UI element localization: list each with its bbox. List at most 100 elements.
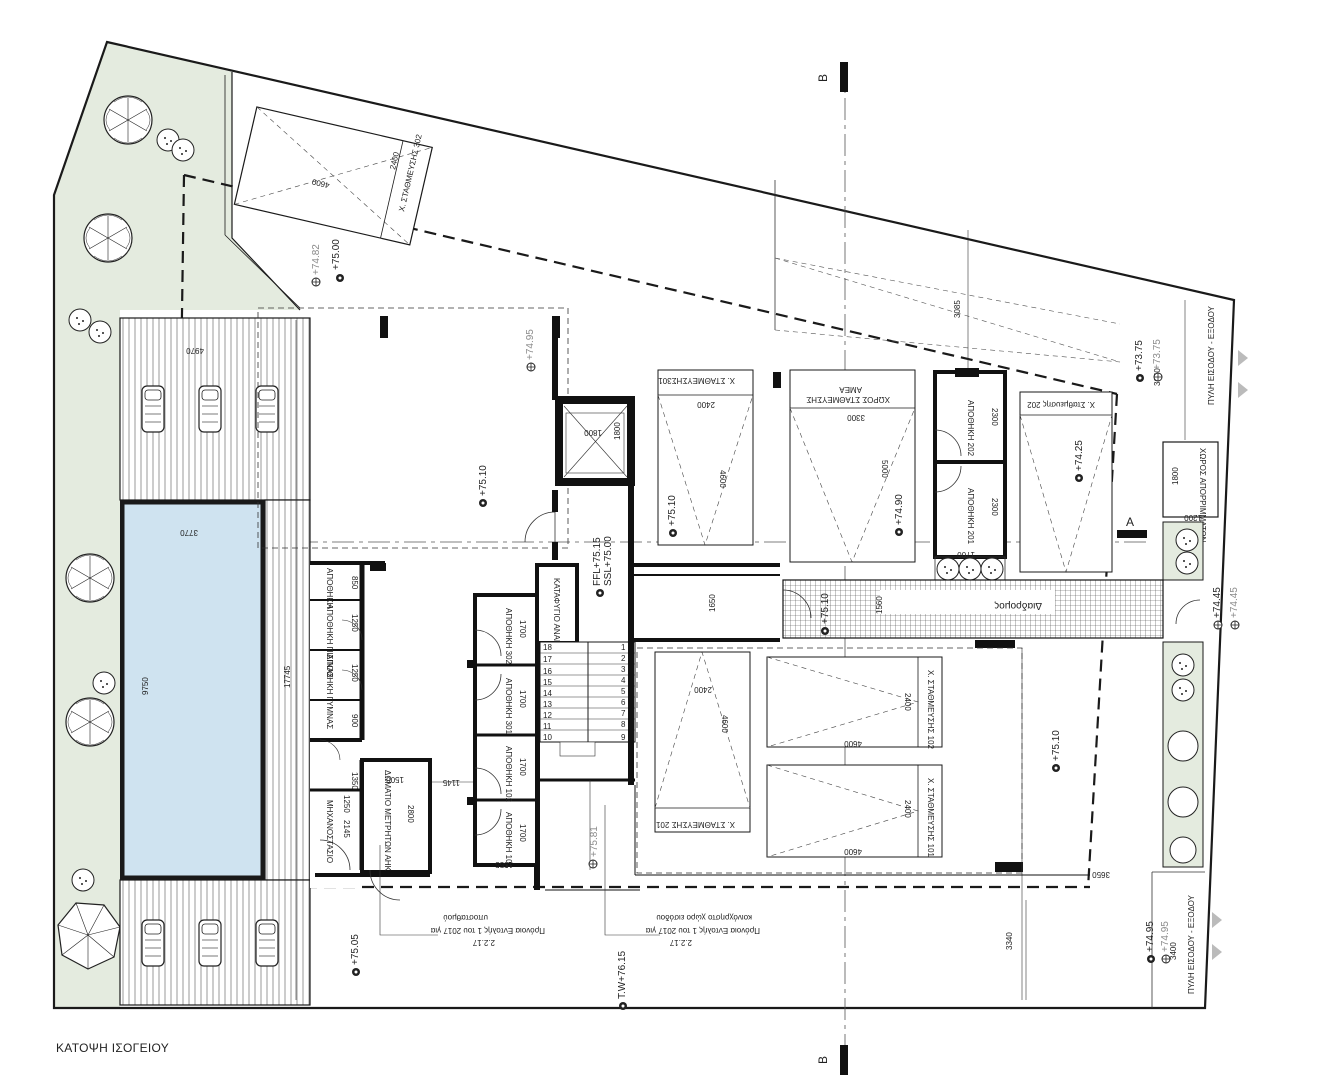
shrub-icon (1171, 678, 1195, 702)
parking-space-301 (657, 369, 754, 546)
meter-room-label: ΔΩΜΑΤΙΟ ΜΕΤΡΗΤΩΝ ΑΗΚ (383, 770, 392, 872)
column (370, 563, 386, 571)
shrub-icon (71, 868, 95, 892)
stair-11: 11 (543, 722, 552, 731)
level-marker-icon (1161, 954, 1171, 964)
dim-3400: 3400 (1169, 942, 1178, 960)
level-marker-icon (336, 274, 344, 282)
column (467, 797, 473, 805)
level-marker-icon (1147, 955, 1155, 963)
note-2-line1: 2.2.17 (669, 938, 692, 947)
tree-icon (65, 697, 115, 747)
dim-1145: 1145 (442, 778, 460, 787)
level-7581: +75.81 (589, 826, 600, 857)
stair-5: 5 (621, 687, 626, 696)
dim-1500: 1500 (386, 775, 404, 784)
stair-4: 4 (621, 676, 626, 685)
storage-201 (933, 460, 1007, 559)
dim-1700a: 1700 (957, 550, 975, 559)
dim-3650: 3650 (1092, 870, 1110, 879)
dim-4600b: 4600 (718, 470, 727, 488)
parking-201-label: Χ. ΣΤΑΘΜΕΥΣΗΣ 201 (655, 820, 735, 829)
column (975, 640, 1015, 648)
section-mark-b-top (840, 62, 848, 92)
parking-space-101 (766, 764, 943, 858)
parking-101-label: Χ. ΣΤΑΘΜΕΥΣΗΣ 101 (926, 778, 935, 858)
bin-room-label: ΧΩΡΟΣ ΑΠΟΡΡΙΜΜΑΤΩΝ (1198, 448, 1207, 543)
parking-space-102 (766, 656, 943, 748)
dim-4600a: 4600 (311, 177, 331, 190)
dim-4970: 4970 (186, 346, 204, 355)
column (380, 316, 388, 338)
dim-1800c: 1800 (1171, 467, 1180, 485)
shrub-icon (1169, 836, 1197, 864)
gate-arrow-icon (1238, 350, 1248, 366)
level-7510b: +75.10 (667, 495, 678, 526)
level-7500: +75.00 (331, 239, 342, 270)
level-marker-icon (526, 362, 536, 372)
parking-102-label: Χ. ΣΤΑΘΜΕΥΣΗΣ 102 (926, 670, 935, 750)
shrub-icon (171, 138, 195, 162)
note-1-line2: Πρόνοια Εντολής 1 του 2017 για (430, 926, 545, 935)
storage-block (473, 593, 539, 867)
dim-3340: 3340 (1005, 932, 1014, 950)
storage-202-label: ΑΠΟΘΗΚΗ 202 (966, 400, 975, 457)
tree-icon (83, 213, 133, 263)
gate-arrow-icon (1212, 912, 1222, 928)
dim-900: 900 (350, 714, 359, 728)
dim-1250a: 1250 (350, 614, 359, 632)
column (773, 372, 781, 388)
tree-icon (57, 902, 121, 970)
storage-202 (933, 370, 1007, 464)
note-1-line1: 2.2.17 (472, 938, 495, 947)
dim-3300: 3300 (847, 413, 865, 422)
stair-1: 1 (621, 643, 626, 652)
inner-boundary-2 (224, 234, 301, 309)
stair-10: 10 (543, 733, 552, 742)
level-7445a: +74.45 (1212, 587, 1223, 618)
stair-3: 3 (621, 665, 626, 674)
dim-1200: 1200 (1184, 513, 1202, 522)
stair-17: 17 (543, 655, 552, 664)
level-7425: +74.25 (1074, 440, 1085, 471)
shrub-icon (1167, 786, 1199, 818)
dim-2300b: 2300 (990, 498, 999, 516)
dim-2800: 2800 (406, 805, 415, 823)
corridor-label: Διαδρομος (994, 600, 1042, 611)
accessible-parking-label: ΧΩΡΟΣ ΣΤΑΘΜΕΥΣΗΣ (806, 395, 890, 404)
shrub-icon (1175, 528, 1199, 552)
column (467, 660, 473, 668)
gate-bottom-label: ΠΥΛΗ ΕΙΣΟΔΟΥ - ΕΞΟΔΟΥ (1187, 894, 1196, 994)
stair-18: 18 (543, 643, 552, 652)
entrance-door (524, 511, 556, 543)
storage-301-label: ΑΠΟΘΗΚΗ 301 (504, 678, 513, 735)
pool-tech-label: ΑΠΟΘΗΚΗ ΠΙΣΙΝΑΣ (325, 604, 334, 678)
section-mark-b-bottom (840, 1045, 848, 1075)
plot-boundary (52, 40, 1236, 1010)
shrub-icon (1167, 730, 1199, 762)
level-tw: T.W+76.15 (617, 950, 628, 999)
note-1-line3: υποσταθμού (443, 913, 488, 922)
gym-storage-label: ΑΠΟΘΗΚΗ ΓΥΜΝΑΣ (325, 654, 334, 729)
tree-icon (103, 95, 153, 145)
level-marker-icon (1230, 620, 1240, 630)
sunbed-icon (141, 385, 165, 433)
dim-9750: 9750 (141, 677, 150, 695)
shrub-icon (92, 671, 116, 695)
level-marker-icon (479, 499, 487, 507)
level-7510a: +75.10 (478, 465, 489, 496)
shrub-icon (980, 557, 1004, 581)
stair-15: 15 (543, 678, 552, 687)
level-7495c: +74.95 (1160, 921, 1171, 952)
parking-space-202 (1019, 391, 1113, 574)
dim-1700d: 1700 (518, 758, 527, 776)
level-7482: +74.82 (311, 244, 322, 275)
dim-4600c: 4600 (720, 715, 729, 733)
stair-12: 12 (543, 711, 552, 720)
note-leader-1 (379, 845, 438, 936)
accessible-parking-label-2: ΑΜΕΑ (839, 385, 862, 394)
gate-arrow-icon (1212, 944, 1222, 960)
level-marker-icon (821, 627, 829, 635)
bin-room (1162, 441, 1219, 518)
lower-parking-area (636, 647, 1023, 874)
